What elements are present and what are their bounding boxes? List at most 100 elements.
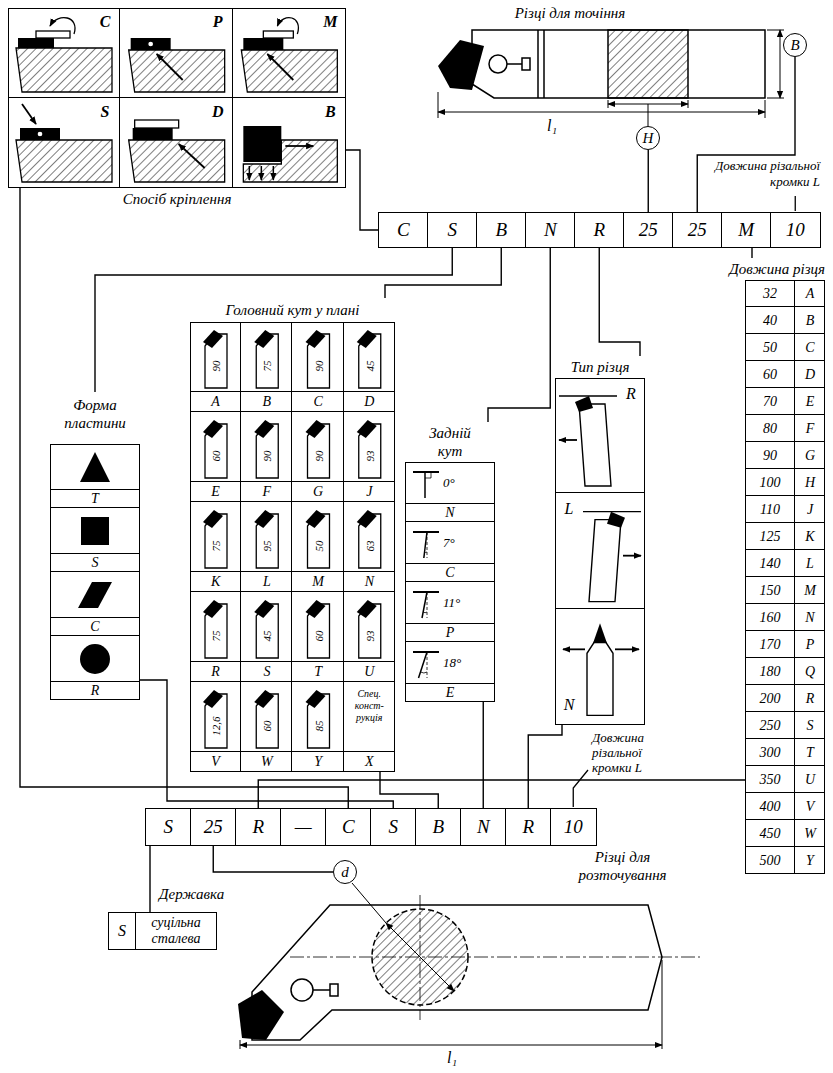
grid-line	[746, 846, 824, 847]
angle-value: 45	[363, 343, 377, 389]
grid-line	[746, 333, 824, 334]
code-cell: M	[721, 212, 772, 248]
angle-code: T	[293, 662, 344, 682]
method-letter: D	[207, 102, 229, 122]
group-heading: Спосіб кріплення	[8, 190, 346, 208]
code-symbol: 25	[688, 219, 707, 241]
length-code: N	[795, 604, 825, 631]
code-symbol: N	[544, 219, 557, 241]
angle-code: B	[241, 392, 292, 412]
grid-line	[746, 603, 824, 604]
grid-line	[191, 661, 394, 662]
grid-line	[191, 501, 394, 502]
clearance-code: E	[405, 684, 495, 702]
code-symbol: S	[389, 816, 399, 838]
grid-line	[794, 281, 795, 873]
dimension-letter: B	[790, 38, 799, 53]
length-code: D	[795, 361, 825, 388]
grid-line	[746, 414, 824, 415]
turning-tool	[438, 30, 784, 126]
length-code: Q	[795, 658, 825, 685]
length-code: L	[795, 550, 825, 577]
mounting-table: Спосіб кріплення	[8, 8, 346, 188]
code-symbol: B	[495, 219, 507, 241]
length-value: 250	[745, 712, 795, 739]
code-cell: S	[145, 808, 192, 846]
group-heading: Державка	[159, 885, 224, 903]
grid-line	[746, 711, 824, 712]
grid-line	[51, 617, 139, 618]
clearance-angle: 11°	[443, 594, 491, 612]
grid-line	[746, 819, 824, 820]
length-value: 125	[745, 523, 795, 550]
grid-line	[746, 549, 824, 550]
length-value: 110	[745, 496, 795, 523]
angle-code: N	[344, 572, 395, 592]
connector-line	[140, 680, 393, 808]
code-cell: R	[505, 808, 552, 846]
hand-code: L	[560, 499, 578, 519]
dimension-circle: B	[783, 33, 807, 57]
connector-line	[380, 772, 438, 808]
angle-value: 50	[312, 523, 326, 569]
length-value: 100	[745, 469, 795, 496]
grid-line	[746, 630, 824, 631]
grid-line	[556, 492, 644, 493]
code-symbol: S	[164, 816, 174, 838]
grid-line	[746, 468, 824, 469]
grid-line	[406, 563, 494, 564]
group-heading: Задній кут	[420, 424, 480, 460]
connector-line	[528, 725, 562, 808]
grid-line	[406, 623, 494, 624]
hand-code: N	[560, 695, 578, 715]
grid-line	[51, 681, 139, 682]
clearance-code: N	[405, 504, 495, 522]
grid-line	[191, 411, 394, 412]
clearance-code: C	[405, 564, 495, 582]
figure-title: Різці для точіння	[470, 2, 670, 24]
method-letter: C	[94, 12, 116, 32]
shape-letter: C	[50, 618, 140, 636]
group-heading: Тип різця	[555, 358, 645, 376]
shank-box: ДержавкаSсуцільна сталева	[108, 912, 217, 950]
angle-code: A	[190, 392, 241, 412]
grid-line	[746, 360, 824, 361]
code-cell: B	[476, 212, 527, 248]
length-value: 350	[745, 766, 795, 793]
code-symbol: R	[522, 816, 534, 838]
length-value: 300	[745, 739, 795, 766]
length-code: B	[795, 307, 825, 334]
connector-line	[346, 150, 378, 230]
angle-code: F	[241, 482, 292, 502]
clearance-angle: 18°	[443, 654, 491, 672]
angle-code: M	[293, 572, 344, 592]
length-code: J	[795, 496, 825, 523]
length-value: 40	[745, 307, 795, 334]
code-cell: N	[525, 212, 576, 248]
angle-value: 95	[260, 523, 274, 569]
length-code: S	[795, 712, 825, 739]
code-cell: C	[325, 808, 372, 846]
method-letter: M	[319, 12, 341, 32]
angle-value: 45	[260, 613, 274, 659]
shape-letter: T	[50, 490, 140, 508]
method-letter: P	[207, 12, 229, 32]
code-symbol: —	[295, 816, 312, 838]
grid-line	[746, 576, 824, 577]
angle-code: E	[190, 482, 241, 502]
connector-line	[648, 150, 649, 212]
grid-line	[191, 591, 394, 592]
grid-line	[406, 641, 494, 642]
length-code: W	[795, 820, 825, 847]
dimension-circle: d	[333, 860, 357, 884]
callout-label: Довжина різальної кромки L	[698, 158, 820, 190]
code-cell: 25	[672, 212, 723, 248]
angle-value: 85	[312, 703, 326, 749]
group-heading: Головний кут у плані	[190, 301, 395, 319]
angle-value: 12,6	[209, 703, 223, 749]
grid-line	[51, 553, 139, 554]
group-heading: Довжина різця	[729, 259, 825, 279]
clearance-code: P	[405, 624, 495, 642]
length-value: 32	[745, 280, 795, 307]
angle-value: 60	[260, 703, 274, 749]
